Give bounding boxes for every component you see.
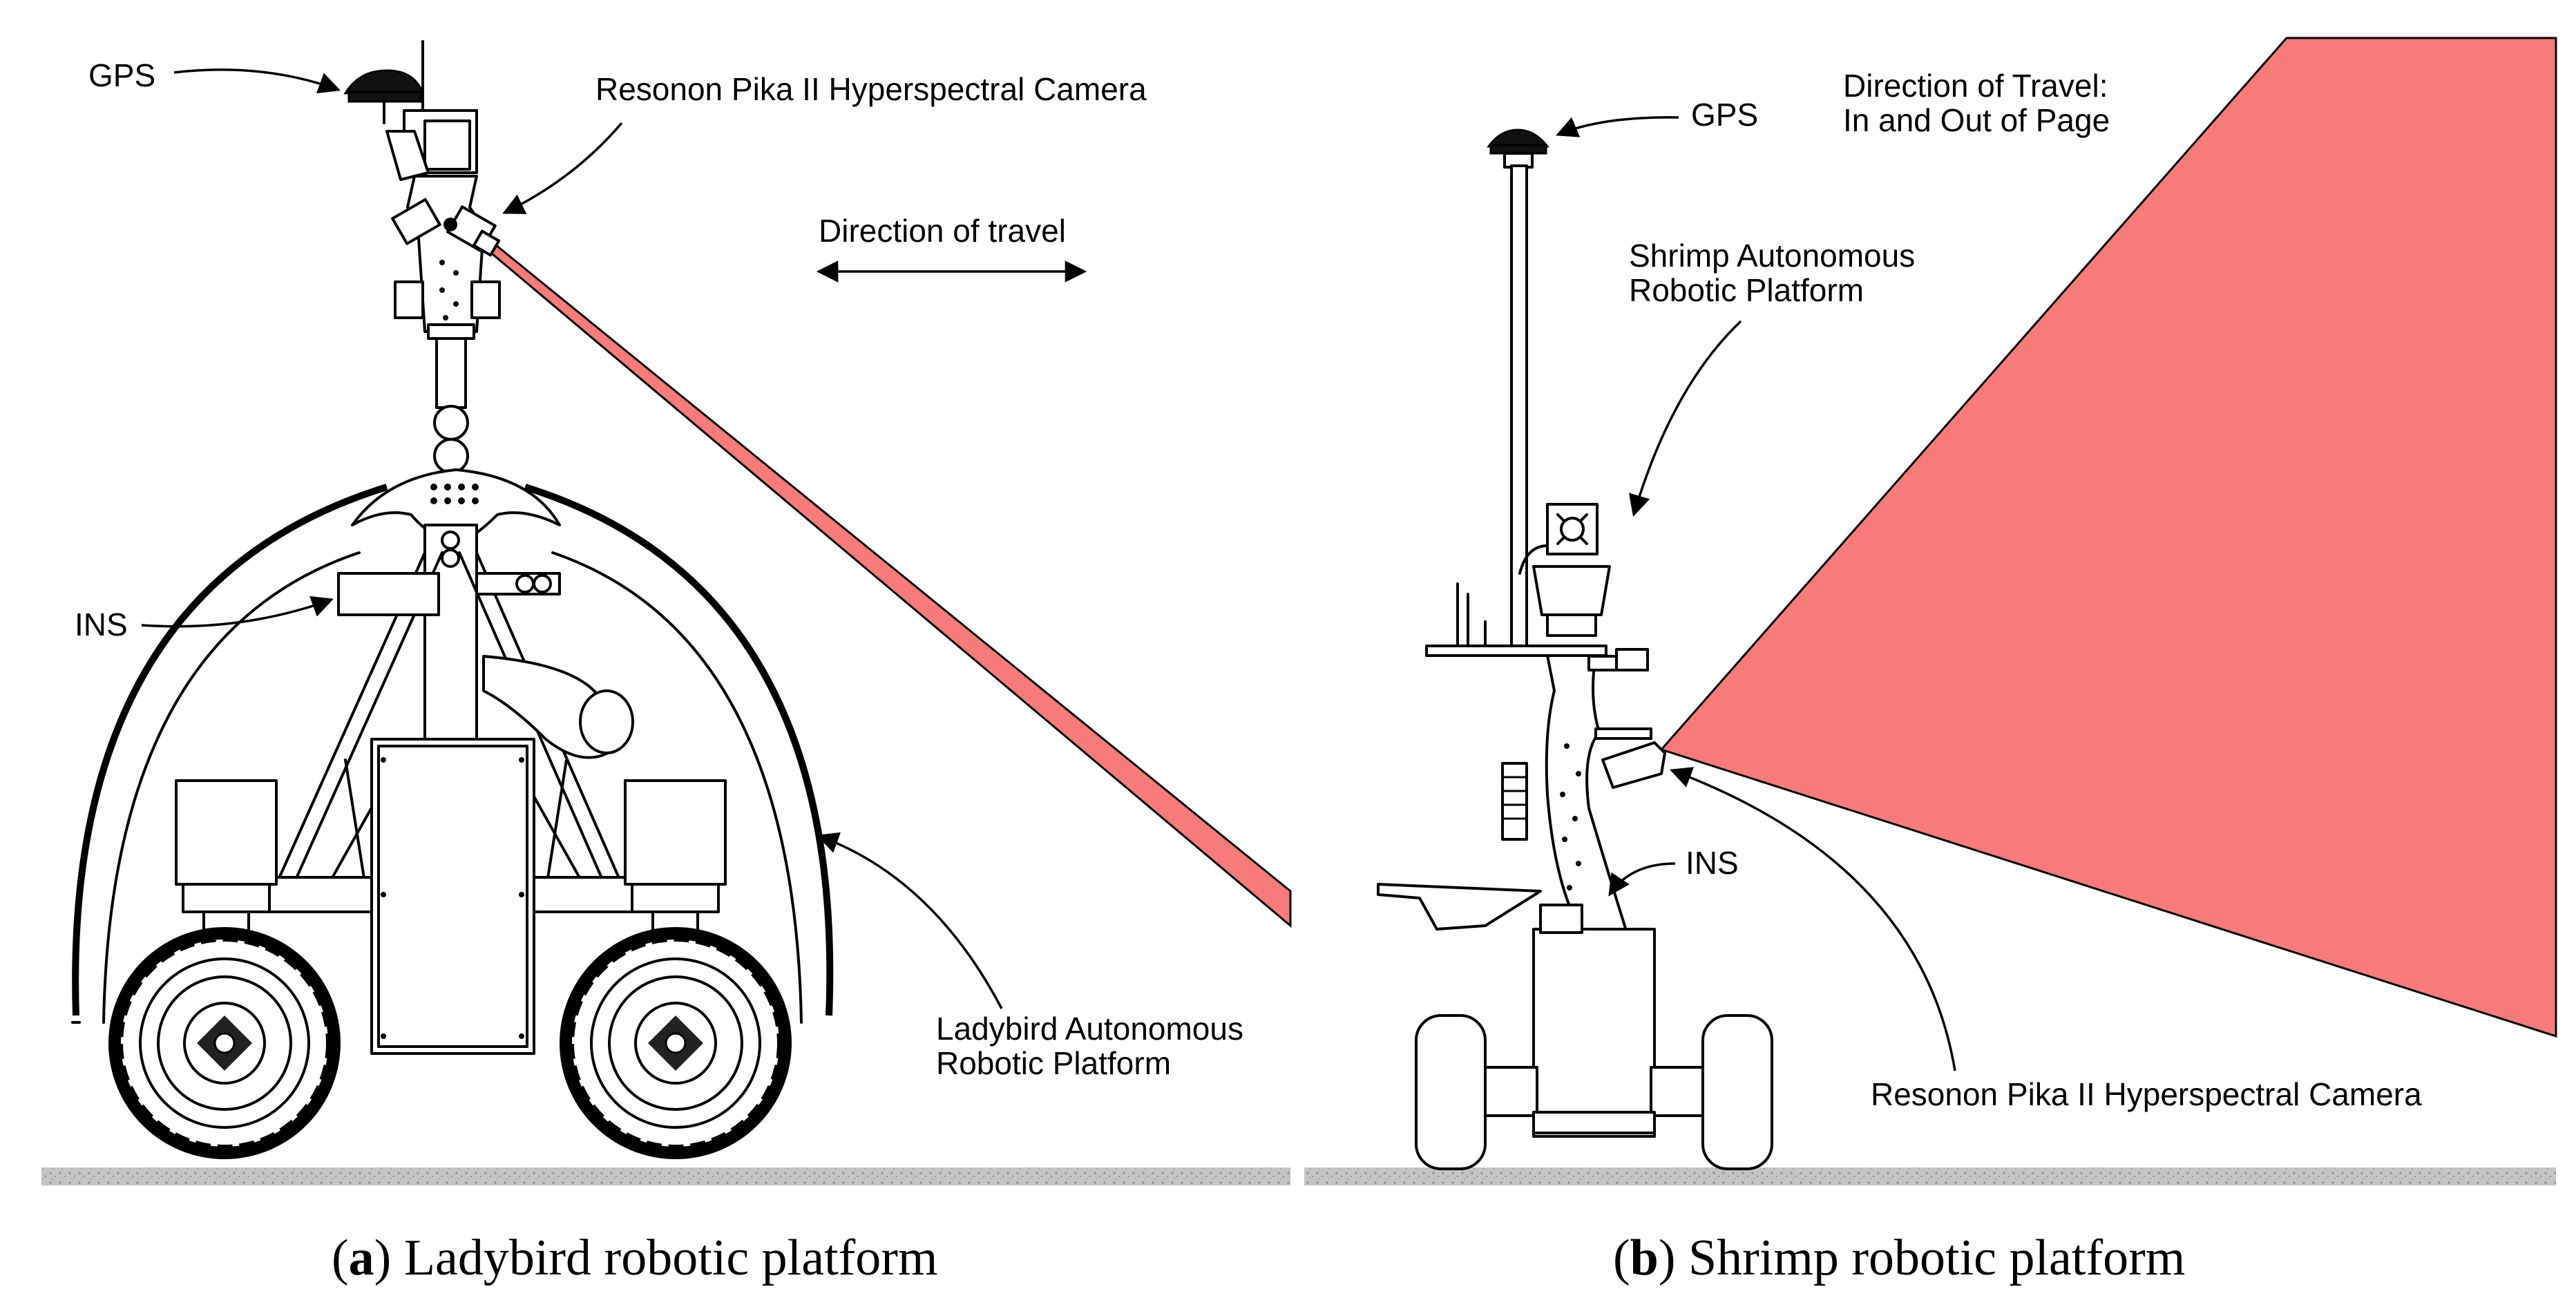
hyperspectral-camera bbox=[1601, 741, 1666, 789]
upper-hood bbox=[351, 468, 561, 547]
arrow-camera-a bbox=[502, 122, 623, 214]
side-battery bbox=[1501, 762, 1528, 841]
arrow-platform-b bbox=[1628, 320, 1742, 517]
label-ins-b: INS bbox=[1686, 845, 1739, 881]
left-motor-box bbox=[175, 779, 278, 886]
caption-a-text: Ladybird robotic platform bbox=[391, 1230, 937, 1286]
label-camera-b: Resonon Pika II Hyperspectral Camera bbox=[1871, 1076, 2422, 1112]
caption-b-letter: b bbox=[1630, 1230, 1659, 1286]
caption-b-text: Shrimp robotic platform bbox=[1675, 1230, 2185, 1286]
sensor-mast bbox=[343, 40, 501, 474]
arrow-ins-a bbox=[141, 595, 334, 628]
left-wheel-b bbox=[1415, 1014, 1487, 1170]
ground-strip bbox=[1304, 1167, 2556, 1185]
main-body-column bbox=[1545, 654, 1628, 934]
inner-frame bbox=[268, 524, 644, 913]
right-motor-box bbox=[624, 779, 727, 886]
left-wheel bbox=[108, 927, 341, 1159]
right-wheel-b bbox=[1701, 1014, 1773, 1170]
label-platform-a-line2: Robotic Platform bbox=[936, 1045, 1171, 1081]
label-platform-b-line1: Shrimp Autonomous bbox=[1629, 238, 1915, 274]
arrow-ins-b bbox=[1608, 862, 1676, 897]
lower-tray bbox=[1377, 883, 1542, 931]
outer-arch-shell bbox=[72, 484, 388, 1016]
camera-field-of-view-wedge bbox=[1659, 37, 2557, 1038]
top-deck bbox=[1425, 645, 1607, 657]
hood-holes bbox=[430, 484, 479, 504]
label-platform-b-line2: Robotic Platform bbox=[1629, 272, 1864, 308]
arrow-gps-a bbox=[173, 68, 341, 94]
arrow-gps-b bbox=[1556, 116, 1679, 137]
arrow-platform-a bbox=[817, 832, 1003, 1009]
label-platform-a-line1: Ladybird Autonomous bbox=[936, 1011, 1243, 1047]
label-camera-a: Resonon Pika II Hyperspectral Camera bbox=[595, 71, 1147, 107]
gps-pole bbox=[1487, 128, 1550, 651]
camera-field-of-view-beam bbox=[486, 240, 1292, 928]
right-wheel bbox=[560, 927, 792, 1159]
label-ins-a: INS bbox=[75, 607, 128, 642]
panel-a-ladybird: GPS Resonon Pika II Hyperspectral Camera… bbox=[41, 40, 1292, 1286]
panel-b-shrimp: GPS Direction of Travel: In and Out of P… bbox=[1304, 37, 2557, 1286]
lower-body bbox=[1532, 928, 1656, 1138]
label-gps-b: GPS bbox=[1691, 97, 1758, 133]
label-direction-a: Direction of travel bbox=[819, 213, 1066, 249]
caption-a: (a) Ladybird robotic platform bbox=[332, 1230, 937, 1286]
label-direction-b-line2: In and Out of Page bbox=[1843, 102, 2110, 138]
label-gps-a: GPS bbox=[88, 57, 155, 93]
arrow-camera-b bbox=[1670, 767, 1956, 1071]
caption-a-letter: a bbox=[349, 1230, 374, 1286]
caption-b: (b) Shrimp robotic platform bbox=[1613, 1230, 2185, 1286]
ground-strip bbox=[41, 1167, 1290, 1185]
label-direction-b-line1: Direction of Travel: bbox=[1843, 68, 2108, 104]
